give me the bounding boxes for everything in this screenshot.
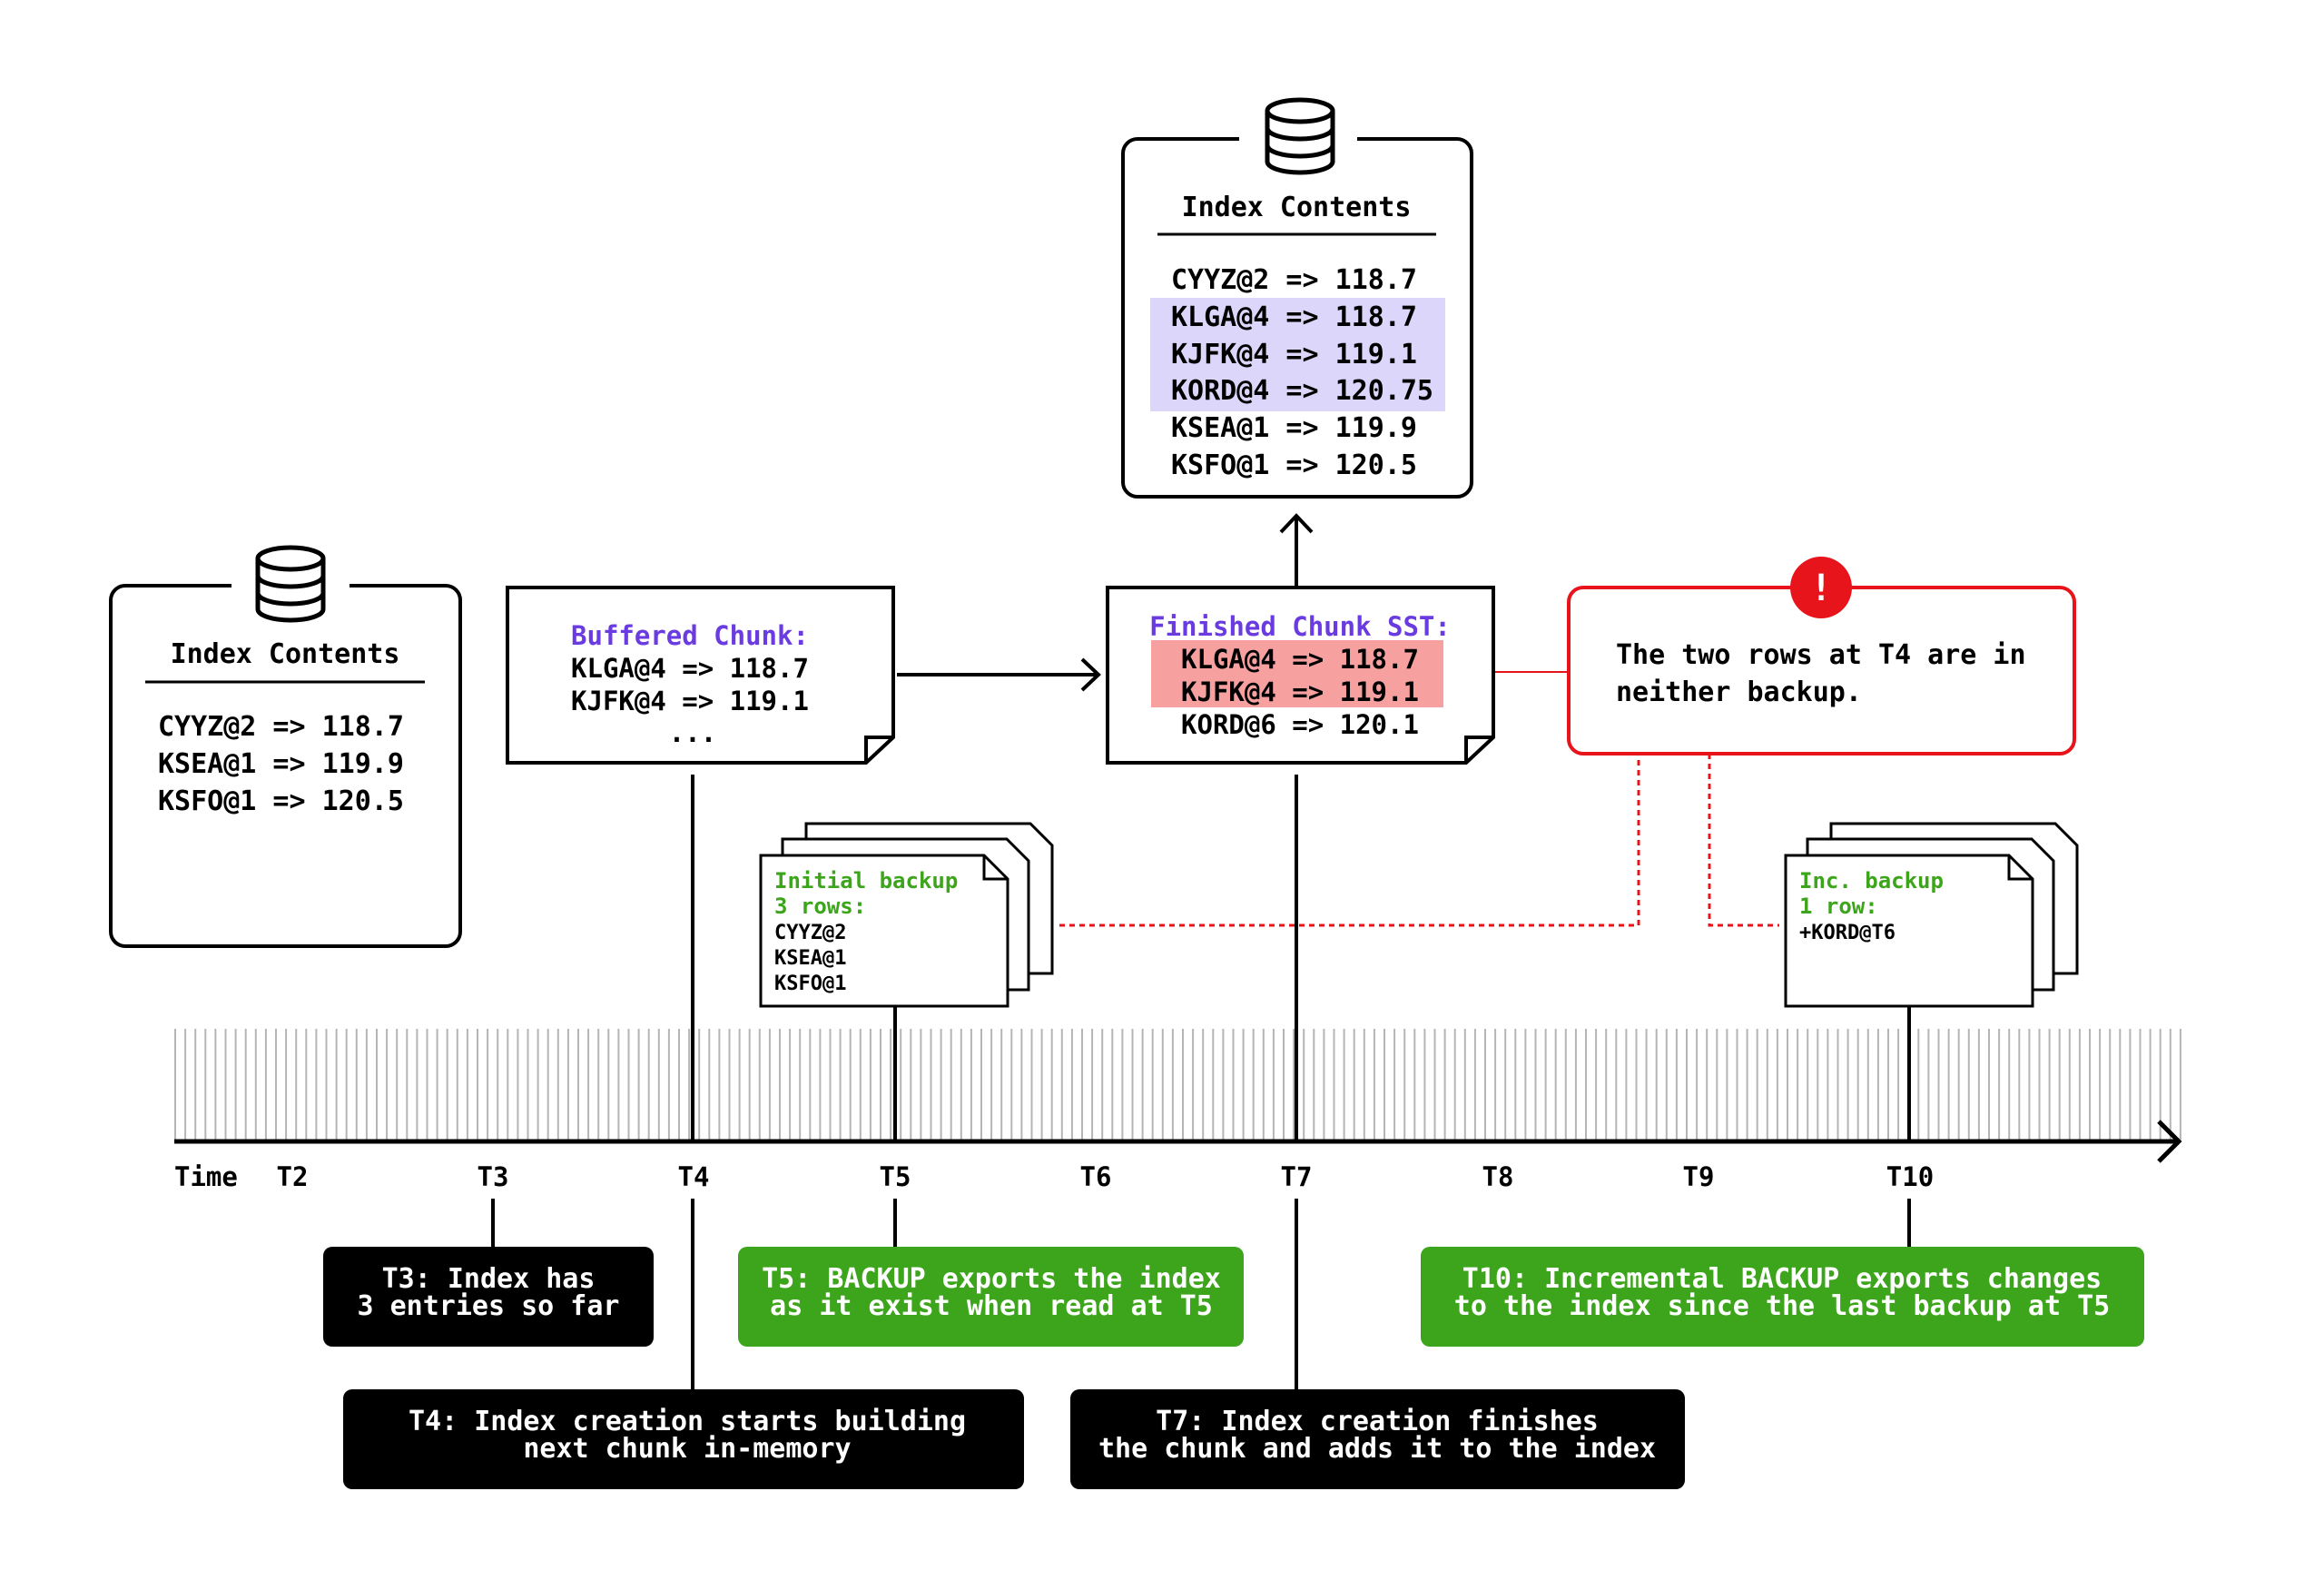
left-index-row: KSFO@1 => 120.5 xyxy=(158,785,404,817)
top-index-row: KORD@4 => 120.75 xyxy=(1171,375,1433,407)
timeline-arrowhead xyxy=(2157,1120,2182,1163)
left-index-row: KSEA@1 => 119.9 xyxy=(158,748,404,780)
top-index-row: KSEA@1 => 119.9 xyxy=(1171,412,1417,444)
buffered-chunk-row: ... xyxy=(669,717,716,748)
left-index-title: Index Contents xyxy=(171,638,400,670)
callout-t3: T3: Index has 3 entries so far xyxy=(323,1247,654,1347)
top-index-row: KLGA@4 => 118.7 xyxy=(1171,301,1417,333)
buffered-chunk-row: KLGA@4 => 118.7 xyxy=(571,653,809,684)
exclamation-icon-glyph: ! xyxy=(1810,568,1832,609)
callout-t7-line1: T7: Index creation finishes xyxy=(1156,1406,1599,1437)
inc-backup-row: +KORD@T6 xyxy=(1799,922,1896,944)
timeline-tick-T4: T4 xyxy=(678,1161,710,1192)
timeline-tick-T8: T8 xyxy=(1482,1161,1514,1192)
top-index-row: KSFO@1 => 120.5 xyxy=(1171,449,1417,481)
warning-text-line2: neither backup. xyxy=(1616,676,1862,708)
timeline-tick-T7: T7 xyxy=(1281,1161,1313,1192)
callout-t7: T7: Index creation finishes the chunk an… xyxy=(1070,1389,1685,1489)
top-index-row: CYYZ@2 => 118.7 xyxy=(1171,264,1417,296)
buffered-chunk-row: KJFK@4 => 119.1 xyxy=(571,686,809,716)
top-index-title: Index Contents xyxy=(1182,192,1412,223)
finished-chunk-row: KORD@6 => 120.1 xyxy=(1181,709,1419,740)
timeline-tick-T5: T5 xyxy=(880,1161,911,1192)
top-index-row: KJFK@4 => 119.1 xyxy=(1171,339,1417,370)
top-index-highlight xyxy=(1150,298,1445,411)
finished-chunk-title: Finished Chunk SST: xyxy=(1149,611,1451,642)
callout-t10-line2: to the index since the last backup at T5 xyxy=(1454,1290,2110,1322)
initial-backup-row: CYYZ@2 xyxy=(774,922,846,944)
callout-t3-line1: T3: Index has xyxy=(382,1263,596,1295)
initial-backup-title: Initial backup xyxy=(774,868,958,894)
finished-chunk-row: KJFK@4 => 119.1 xyxy=(1181,676,1419,707)
inc-backup-count: 1 row: xyxy=(1799,894,1878,919)
initial-backup-count: 3 rows: xyxy=(774,894,866,919)
left-index-row: CYYZ@2 => 118.7 xyxy=(158,711,404,743)
timeline-tick-T6: T6 xyxy=(1080,1161,1112,1192)
inc-backup-title: Inc. backup xyxy=(1799,868,1944,894)
red-dotted-link-inc-backup xyxy=(1708,754,1779,927)
warning-box: ! The two rows at T4 are in neither back… xyxy=(1567,557,2076,755)
initial-backup-row: KSFO@1 xyxy=(774,973,846,995)
red-dotted-link-initial-backup xyxy=(1059,754,1640,927)
buffered-chunk-title: Buffered Chunk: xyxy=(571,620,809,651)
inc-backup-stack: Inc. backup 1 row: +KORD@T6 xyxy=(1784,822,2079,1008)
callout-t5: T5: BACKUP exports the index as it exist… xyxy=(738,1247,1244,1347)
timeline-tick-T3: T3 xyxy=(478,1161,509,1192)
callout-t4-line1: T4: Index creation starts building xyxy=(409,1406,966,1437)
callout-t4-line2: next chunk in-memory xyxy=(523,1433,851,1465)
exclamation-icon: ! xyxy=(1790,557,1852,618)
database-icon xyxy=(255,545,326,623)
finished-chunk-highlight xyxy=(1151,640,1443,707)
initial-backup-stack: Initial backup 3 rows: CYYZ@2 KSEA@1 KSF… xyxy=(759,822,1054,1008)
callout-t7-line2: the chunk and adds it to the index xyxy=(1098,1433,1656,1465)
timeline-axis-label: Time xyxy=(174,1161,238,1192)
callout-t10-line1: T10: Incremental BACKUP exports changes xyxy=(1462,1263,2102,1295)
finished-chunk-note: Finished Chunk SST: KLGA@4 => 118.7 KJFK… xyxy=(1106,586,1495,765)
callout-t5-line2: as it exist when read at T5 xyxy=(770,1290,1213,1322)
arrow-buffered-to-finished-head xyxy=(1080,657,1101,692)
timeline-minor-ticks xyxy=(174,1029,2181,1140)
callout-t4: T4: Index creation starts building next … xyxy=(343,1389,1024,1489)
callout-t5-line1: T5: BACKUP exports the index xyxy=(762,1263,1221,1295)
top-index-panel: Index Contents CYYZ@2 => 118.7 KLGA@4 =>… xyxy=(1121,97,1473,499)
database-icon xyxy=(1265,97,1335,175)
callout-t3-line2: 3 entries so far xyxy=(358,1290,620,1322)
callout-t10: T10: Incremental BACKUP exports changes … xyxy=(1421,1247,2144,1347)
warning-text-line1: The two rows at T4 are in xyxy=(1616,639,2026,671)
timeline-tick-T10: T10 xyxy=(1886,1161,1934,1192)
finished-chunk-row: KLGA@4 => 118.7 xyxy=(1181,644,1419,675)
initial-backup-row: KSEA@1 xyxy=(774,947,846,970)
arrow-finished-to-index-head xyxy=(1279,513,1314,534)
left-index-panel: Index Contents CYYZ@2 => 118.7 KSEA@1 =>… xyxy=(109,545,462,948)
timeline-tick-T9: T9 xyxy=(1683,1161,1715,1192)
timeline-tick-T2: T2 xyxy=(277,1161,309,1192)
buffered-chunk-note: Buffered Chunk: KLGA@4 => 118.7 KJFK@4 =… xyxy=(506,586,895,765)
